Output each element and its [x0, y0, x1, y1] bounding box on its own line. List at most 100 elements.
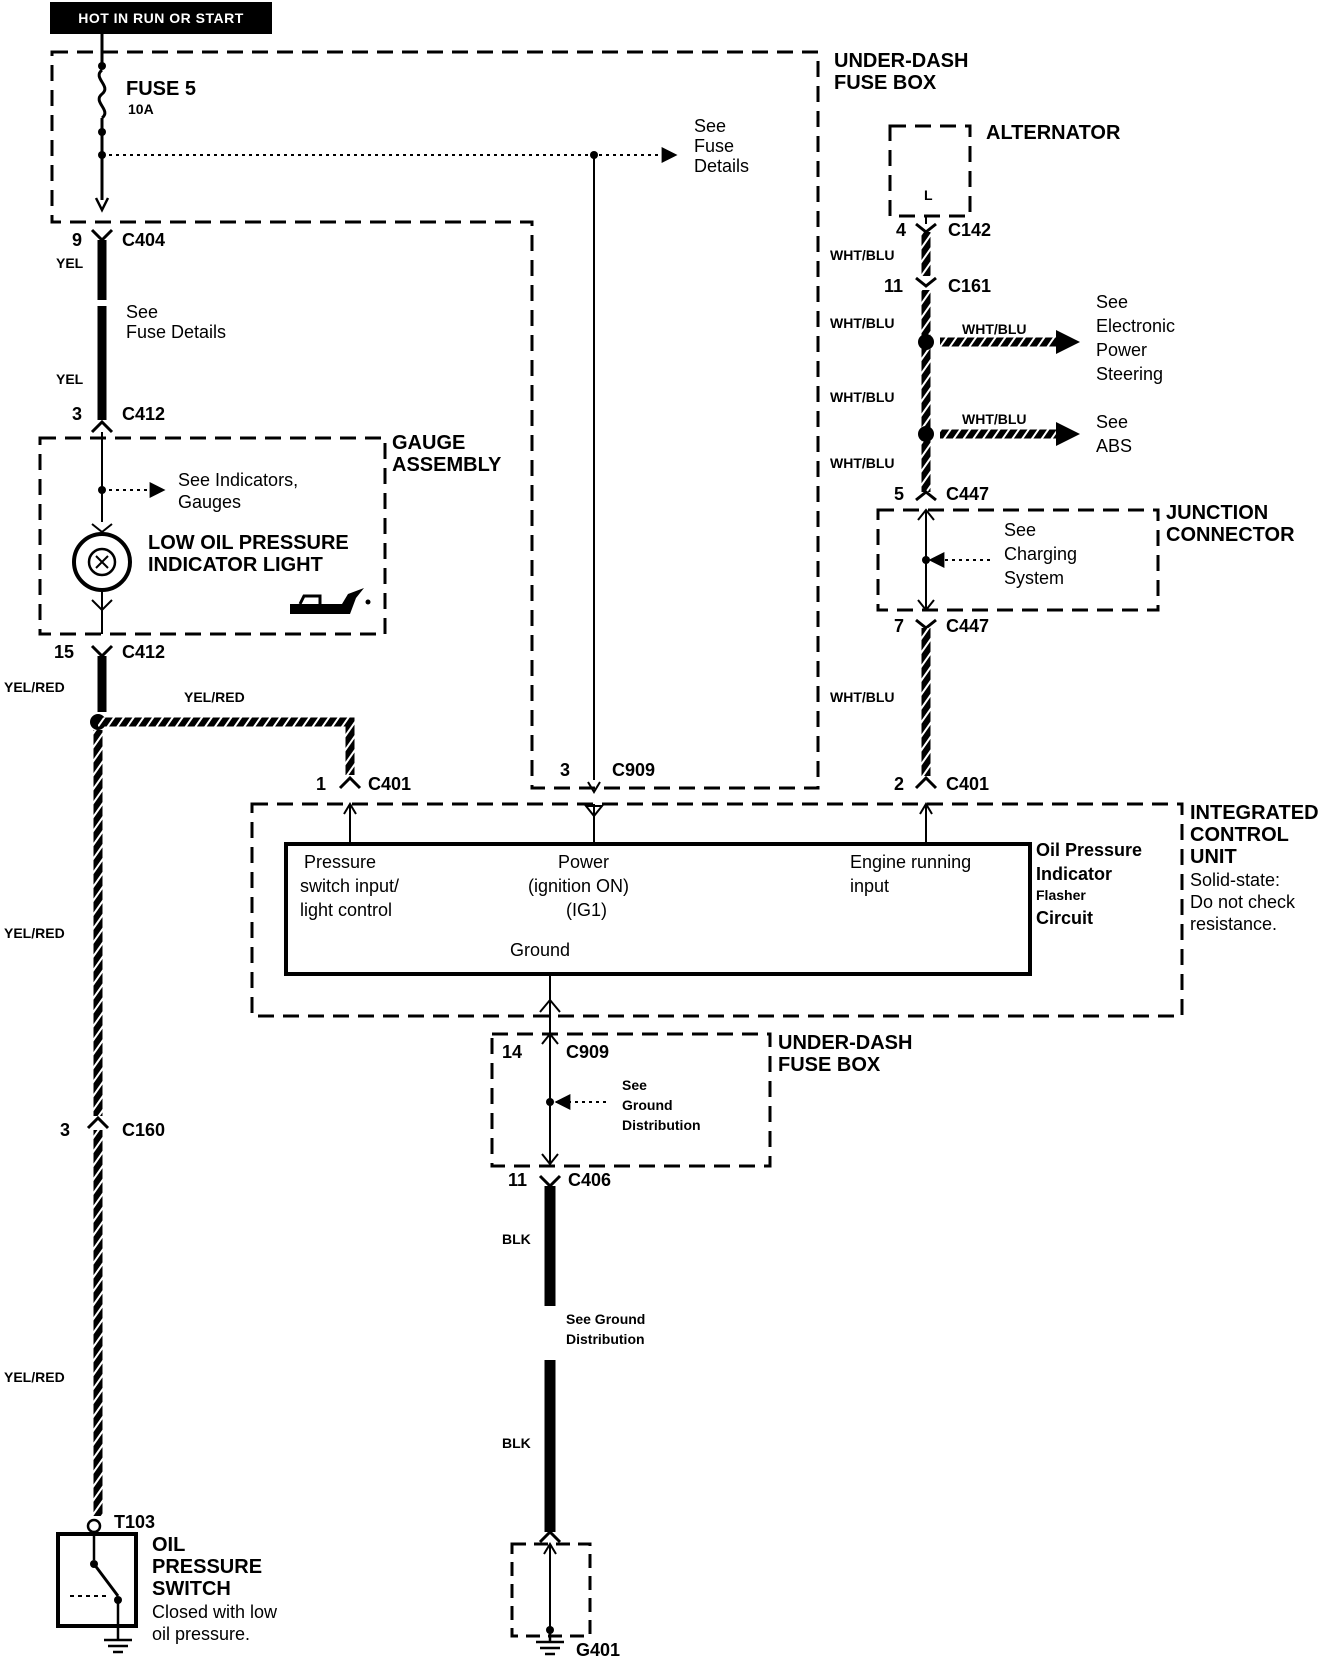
c412-bottom-pin: 15	[54, 642, 75, 662]
power-source-banner: HOT IN RUN OR START	[50, 2, 272, 34]
c909-bottom-name: C909	[566, 1042, 610, 1062]
wire-label-whtblu-abs: WHT/BLU	[962, 411, 1027, 427]
fuse-details-ref-3: Details	[694, 156, 750, 176]
fuse-details-ref-1: See	[694, 116, 727, 136]
junction-connector-label-2: CONNECTOR	[1166, 524, 1295, 546]
wire-label-yelred-2: YEL/RED	[4, 925, 65, 941]
splice-eps	[918, 334, 934, 350]
icu-pin-engine-1: Engine running	[850, 852, 972, 872]
gauge-assembly-label-1: GAUGE	[392, 432, 466, 454]
eps-ref-4: Steering	[1096, 364, 1164, 384]
alternator-terminal-label: L	[924, 187, 933, 203]
under-dash-fuse-box-bottom-label-1: UNDER-DASH	[778, 1032, 913, 1054]
eps-ref-3: Power	[1096, 340, 1148, 360]
c401-pin2-connector	[914, 775, 938, 790]
eps-ref-2: Electronic	[1096, 316, 1176, 336]
c447-bottom-name: C447	[946, 616, 990, 636]
ground-dist-box-ref-2: Ground	[622, 1097, 673, 1113]
oil-pressure-switch-label-1: OIL	[152, 1534, 186, 1556]
abs-arrow	[1056, 422, 1080, 446]
oil-pressure-switch-note-1: Closed with low	[152, 1602, 278, 1622]
wire-label-whtblu-3: WHT/BLU	[830, 389, 895, 405]
c404-pin: 9	[72, 230, 83, 250]
c142-pin: 4	[896, 220, 907, 240]
wire-label-whtblu-1: WHT/BLU	[830, 247, 895, 263]
icu-circuit-2: Indicator	[1036, 864, 1113, 884]
wire-label-whtblu-4: WHT/BLU	[830, 455, 895, 471]
c412-bottom-connector	[90, 644, 114, 659]
ground-dist-box-ref-1: See	[622, 1077, 647, 1093]
fuse-name: FUSE 5	[126, 78, 197, 100]
c161-connector	[915, 276, 937, 288]
icu-circuit-4: Circuit	[1036, 908, 1094, 928]
icu-label-3: UNIT	[1190, 846, 1237, 868]
oil-pressure-switch-label-3: SWITCH	[152, 1578, 231, 1600]
fuse-details-wire-ref-1: See	[126, 302, 159, 322]
indicators-ref-2: Gauges	[178, 492, 242, 512]
junction-connector-outline	[876, 508, 1160, 612]
icu-label-1: INTEGRATED	[1190, 802, 1319, 824]
ground-dist-box-ref-3: Distribution	[622, 1117, 701, 1133]
c160-connector	[86, 1115, 110, 1130]
c401-2-name: C401	[946, 774, 990, 794]
wire-label-yelred-1: YEL/RED	[4, 679, 65, 695]
wire-label-blk-1: BLK	[502, 1231, 531, 1247]
indicator-light-label-2: INDICATOR LIGHT	[148, 554, 323, 576]
alternator-outline	[888, 124, 972, 218]
under-dash-fuse-box-bottom-outline	[490, 1032, 772, 1168]
c142-name: C142	[948, 220, 992, 240]
eps-arrow	[1056, 330, 1080, 354]
charging-ref-3: System	[1004, 568, 1065, 588]
c160-pin: 3	[60, 1120, 71, 1140]
c412-top-pin: 3	[72, 404, 83, 424]
c406-name: C406	[568, 1170, 612, 1190]
fuse-details-ref-2: Fuse	[694, 136, 735, 156]
c161-pin: 11	[884, 276, 904, 296]
c447-top-pin: 5	[894, 484, 905, 504]
icu-inner-circuit	[284, 842, 1032, 976]
c401-1-pin: 1	[316, 774, 327, 794]
wire-label-whtblu-eps: WHT/BLU	[962, 321, 1027, 337]
fuse-details-wire-ref-2: Fuse Details	[126, 322, 227, 342]
c404-connector	[90, 228, 114, 243]
c412-top-name: C412	[122, 404, 166, 424]
gauge-assembly-outline	[38, 436, 387, 636]
ground-dist-wire-ref-1: See Ground	[566, 1311, 646, 1327]
c447-bottom-pin: 7	[894, 616, 905, 636]
icu-note-1: Solid-state:	[1190, 870, 1281, 890]
icu-pin-power-1: Power	[558, 852, 610, 872]
abs-ref-2: ABS	[1096, 436, 1133, 456]
t103-terminal	[86, 1518, 102, 1534]
c161-name: C161	[948, 276, 992, 296]
icu-note-2: Do not check	[1190, 892, 1296, 912]
indicator-light-label-1: LOW OIL PRESSURE	[148, 532, 349, 554]
gauge-assembly-label-2: ASSEMBLY	[392, 454, 502, 476]
icu-pin-engine-2: input	[850, 876, 890, 896]
icu-note-3: resistance.	[1190, 914, 1278, 934]
fuse-rating: 10A	[128, 101, 154, 117]
icu-pin-ground: Ground	[510, 940, 571, 960]
indicator-bulb	[72, 532, 132, 634]
c909-bottom-pin: 14	[502, 1042, 523, 1062]
charging-ref-1: See	[1004, 520, 1037, 540]
icu-pin-pressure-1: Pressure	[304, 852, 377, 872]
icu-pin-power-2: (ignition ON)	[528, 876, 630, 896]
under-dash-fuse-box-top-label-2: FUSE BOX	[834, 72, 937, 94]
icu-pin-pressure-3: light control	[300, 900, 393, 920]
icu-circuit-1: Oil Pressure	[1036, 840, 1143, 860]
icu-circuit-3: Flasher	[1036, 887, 1086, 903]
c401-1-name: C401	[368, 774, 412, 794]
wire-label-whtblu-2: WHT/BLU	[830, 315, 895, 331]
g401-label: G401	[576, 1640, 621, 1660]
wire-yelred-branch	[98, 717, 355, 775]
c909-top-pin-label: 3	[560, 760, 571, 780]
c160-name: C160	[122, 1120, 166, 1140]
oil-can-icon	[290, 588, 371, 614]
icu-pin-power-3: (IG1)	[566, 900, 608, 920]
oil-pressure-switch-note-2: oil pressure.	[152, 1624, 251, 1644]
charging-ref-2: Charging	[1004, 544, 1078, 564]
indicators-ref-1: See Indicators,	[178, 470, 299, 490]
wire-label-whtblu-5: WHT/BLU	[830, 689, 895, 705]
under-dash-fuse-box-bottom-label-2: FUSE BOX	[778, 1054, 881, 1076]
c447-top-name: C447	[946, 484, 990, 504]
